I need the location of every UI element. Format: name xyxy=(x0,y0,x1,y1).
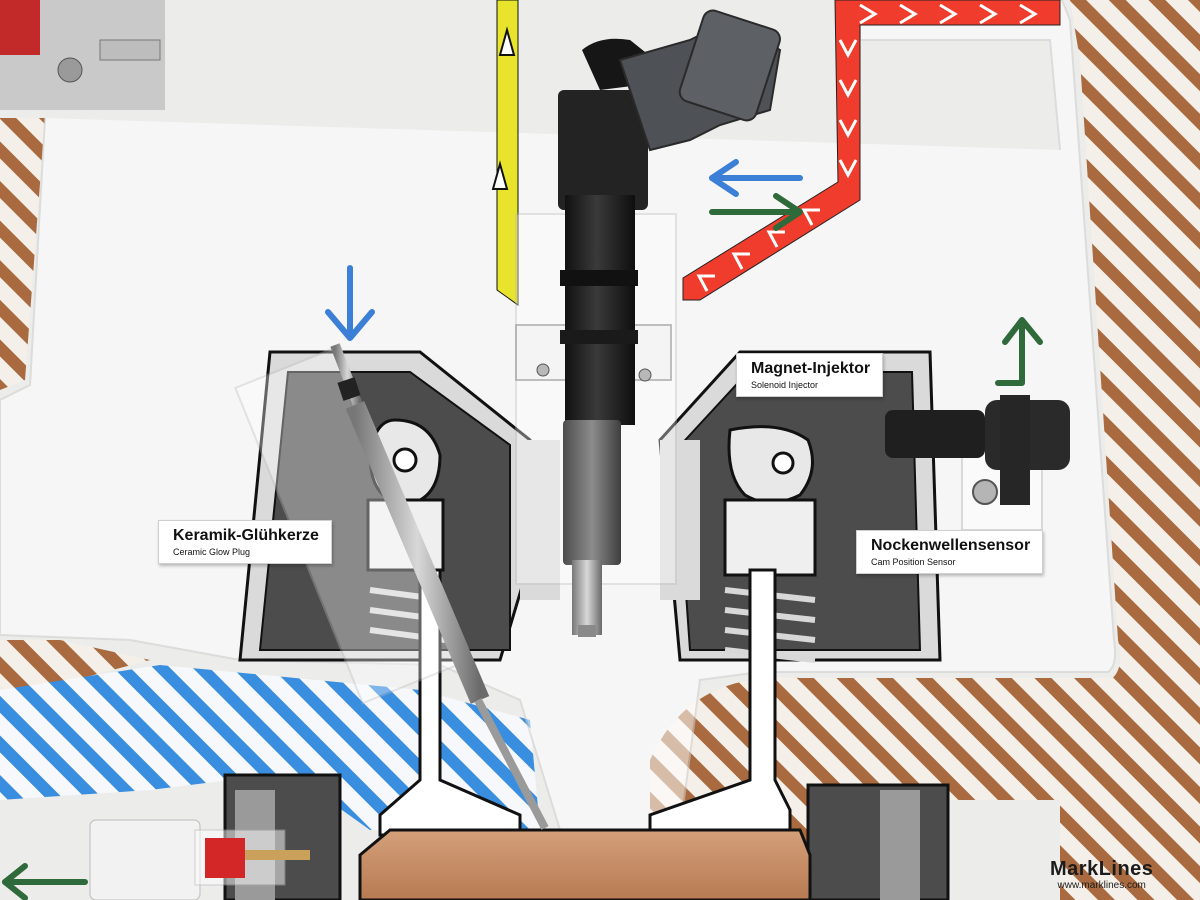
blue-arrow-down-icon xyxy=(325,265,375,341)
yellow-triangle-icon xyxy=(498,26,516,56)
cam-sensor-subtitle: Cam Position Sensor xyxy=(871,557,956,567)
fuel-supply-line xyxy=(496,0,519,306)
glow-plug-title: Keramik-Glühkerze xyxy=(173,527,319,544)
injector-title: Magnet-Injektor xyxy=(751,360,871,377)
watermark-brand: MarkLines xyxy=(1050,858,1154,880)
green-arrow-up-icon xyxy=(995,317,1043,386)
injector-label-card: Magnet-Injektor Solenoid Injector xyxy=(736,353,884,397)
watermark-url: www.marklines.com xyxy=(1057,880,1146,891)
cam-sensor-label-card: Nockenwellensensor Cam Position Sensor xyxy=(856,530,1044,574)
cam-sensor-title: Nockenwellensensor xyxy=(871,537,1031,554)
fuel-pump-corner-photo xyxy=(0,0,165,110)
piston xyxy=(358,828,812,900)
cam-position-sensor-photo xyxy=(885,395,1070,531)
green-arrow-right-icon xyxy=(709,193,803,231)
intake-channel xyxy=(0,665,540,830)
solenoid-injector-photo xyxy=(558,9,782,637)
blue-arrow-left-icon xyxy=(709,159,803,197)
camshaft-right xyxy=(727,425,814,504)
green-arrow-left-icon xyxy=(2,863,88,900)
glow-plug-label-card: Keramik-Glühkerze Ceramic Glow Plug xyxy=(158,520,332,564)
yellow-triangle-icon xyxy=(491,160,509,190)
connector-photo xyxy=(89,819,310,900)
marklines-watermark: MarkLines www.marklines.com xyxy=(1050,858,1153,891)
glow-plug-subtitle: Ceramic Glow Plug xyxy=(173,547,251,557)
injector-subtitle: Solenoid Injector xyxy=(751,380,819,390)
